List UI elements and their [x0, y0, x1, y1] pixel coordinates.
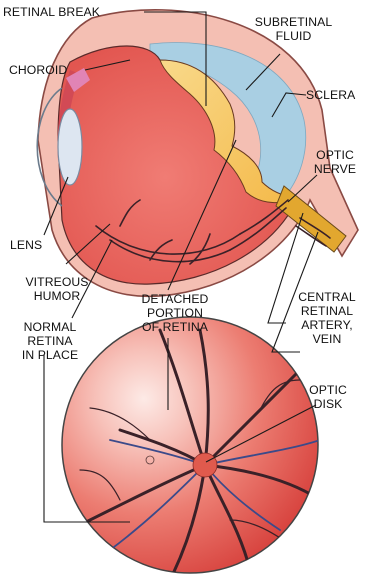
- label-optic-nerve: OPTIC NERVE: [305, 148, 365, 176]
- label-vitreous-humor: VITREOUS HUMOR: [12, 275, 102, 303]
- label-central-retinal-artery-vein: CENTRAL RETINAL ARTERY, VEIN: [286, 290, 368, 346]
- label-subretinal-fluid: SUBRETINAL FLUID: [236, 15, 351, 43]
- label-retinal-break: RETINAL BREAK: [3, 5, 100, 19]
- label-detached-portion: DETACHED PORTION OF RETINA: [120, 292, 230, 334]
- label-normal-retina: NORMAL RETINA IN PLACE: [10, 320, 90, 362]
- lens-shape: [58, 109, 82, 185]
- optic-disk-shape: [193, 453, 217, 477]
- label-sclera: SCLERA: [306, 88, 355, 102]
- label-optic-disk: OPTIC DISK: [296, 383, 360, 411]
- label-choroid: CHOROID: [9, 63, 67, 77]
- label-lens: LENS: [10, 238, 42, 252]
